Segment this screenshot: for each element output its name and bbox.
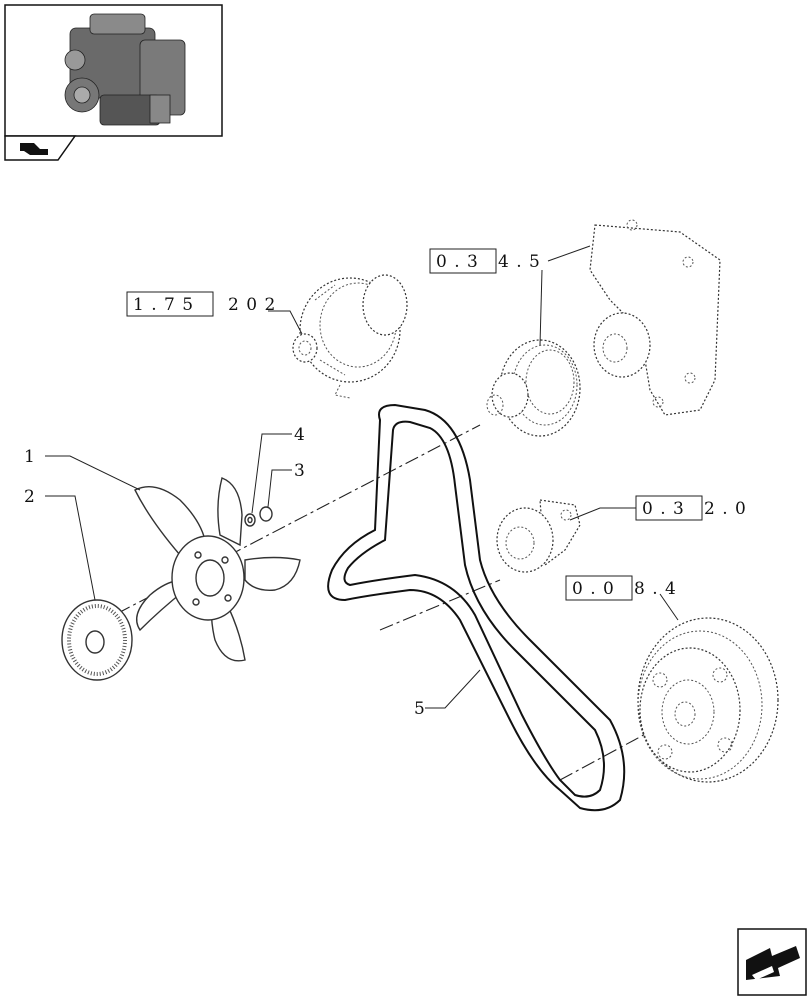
ref-water-pump-boxed: 0 . 3 <box>436 252 479 272</box>
ref-crank-pulley[interactable]: 0 . 0 8 . 4 <box>565 575 677 601</box>
cooling-fan <box>134 477 301 662</box>
ref-alternator[interactable]: 1 . 7 5 2 0 2 <box>126 291 276 317</box>
back-arrow-icon[interactable] <box>737 928 807 996</box>
callout-4[interactable]: 4 <box>294 425 305 445</box>
fan-spacer <box>61 599 133 681</box>
ref-water-pump[interactable]: 0 . 3 4 . 5 <box>429 248 541 274</box>
ref-tensioner-rest: 2 . 0 <box>704 499 747 519</box>
nut <box>259 506 273 522</box>
leader-lines <box>45 245 679 709</box>
tensioner <box>496 499 581 573</box>
ref-crank-pulley-boxed: 0 . 0 <box>572 579 615 599</box>
ref-water-pump-rest: 4 . 5 <box>498 252 541 272</box>
ref-alternator-rest: 2 0 2 <box>228 295 276 315</box>
callout-5[interactable]: 5 <box>414 699 425 719</box>
alternator <box>292 274 408 399</box>
ref-tensioner-boxed: 0 . 3 <box>642 499 685 519</box>
washer <box>244 513 256 527</box>
water-pump-pulley <box>486 339 581 437</box>
ref-tensioner[interactable]: 0 . 3 2 . 0 <box>635 495 747 521</box>
callout-1[interactable]: 1 <box>24 447 35 467</box>
axis-lines <box>94 424 691 781</box>
ref-alternator-boxed: 1 . 7 5 <box>133 295 194 315</box>
crank-pulley <box>637 617 779 783</box>
callout-3[interactable]: 3 <box>294 461 305 481</box>
arrow-tab-icon[interactable] <box>4 135 77 161</box>
water-pump-bracket <box>589 219 721 416</box>
engine-thumbnail-icon[interactable] <box>4 4 223 137</box>
callout-2[interactable]: 2 <box>24 487 35 507</box>
drive-belt[interactable] <box>327 403 626 812</box>
ref-crank-pulley-rest: 8 . 4 <box>634 579 677 599</box>
